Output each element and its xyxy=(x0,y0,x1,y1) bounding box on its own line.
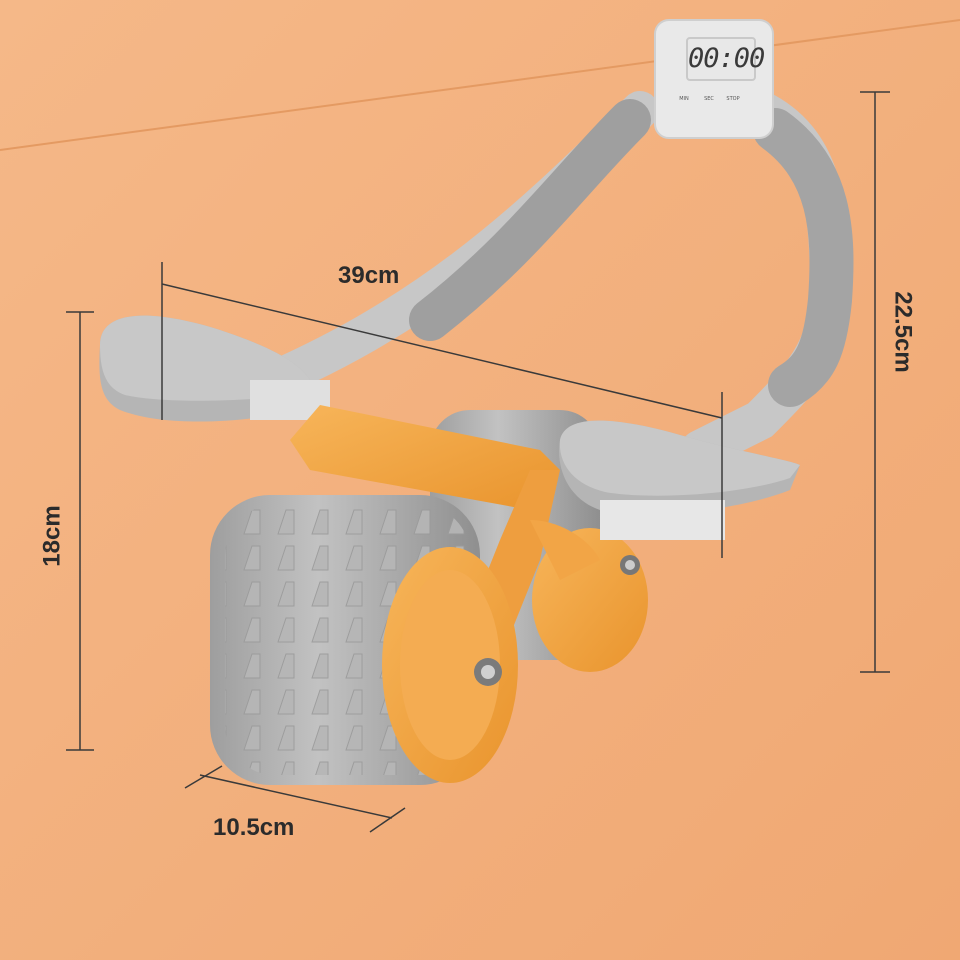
height-left-label: 18cm xyxy=(38,505,66,567)
timer-stop-button[interactable]: STOP xyxy=(726,96,740,102)
floor-edge-line xyxy=(0,19,960,151)
dimension-lines xyxy=(66,91,890,833)
axle-bolt xyxy=(474,658,502,686)
height-right-label: 22.5cm xyxy=(889,291,917,373)
width-dimension-line xyxy=(161,283,723,419)
timer-min-button[interactable]: MIN xyxy=(679,96,689,102)
depth-label: 10.5cm xyxy=(213,814,295,841)
width-label: 39cm xyxy=(338,262,400,289)
handle-bar xyxy=(231,90,854,470)
right-knee-pad xyxy=(559,420,800,540)
timer-digits: 00:00 xyxy=(688,43,765,74)
timer-display: 00:00 xyxy=(686,37,765,81)
front-wheel xyxy=(210,495,518,785)
timer-sec-button[interactable]: SEC xyxy=(704,96,714,102)
depth-dimension-line xyxy=(199,774,393,819)
